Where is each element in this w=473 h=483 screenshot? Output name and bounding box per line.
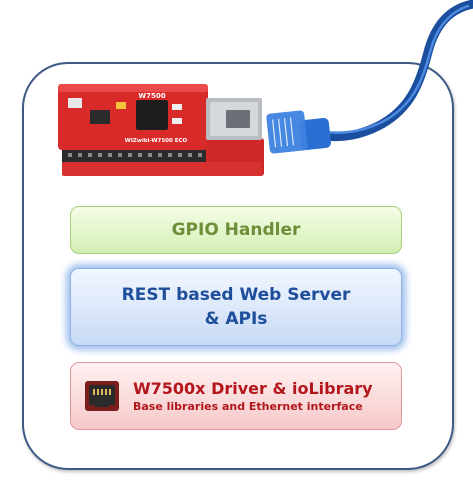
- board-rj45-socket: [226, 110, 250, 128]
- rest-server-title-line1: REST based Web Server: [121, 285, 351, 305]
- ethernet-port-icon: [85, 381, 119, 411]
- board-base-pcb: [62, 162, 262, 176]
- driver-title: W7500x Driver & ioLibrary: [133, 378, 373, 398]
- board-component: [68, 98, 82, 108]
- rest-server-title-line2: & APIs: [204, 309, 268, 329]
- board-component: [116, 102, 126, 109]
- rest-server-layer: REST based Web Server & APIs: [70, 268, 402, 346]
- driver-texts: W7500x Driver & ioLibrary Base libraries…: [133, 379, 373, 414]
- board-main-pcb: [58, 84, 208, 150]
- board-chip-label: W7500: [138, 92, 165, 100]
- gpio-handler-title: GPIO Handler: [171, 220, 301, 240]
- board-component: [172, 104, 182, 110]
- board-component: [172, 118, 182, 124]
- board-component: [90, 110, 110, 124]
- driver-layer: W7500x Driver & ioLibrary Base libraries…: [70, 362, 402, 430]
- wizwiki-board: W7500 WIZwiki-W7500 ECO: [58, 84, 264, 176]
- board-chip: [136, 100, 168, 130]
- board-label: WIZwiki-W7500 ECO: [125, 138, 188, 144]
- driver-subtitle: Base libraries and Ethernet interface: [133, 399, 363, 413]
- board-edge: [58, 84, 208, 92]
- board-pin-row: [68, 153, 202, 157]
- gpio-handler-layer: GPIO Handler: [70, 206, 402, 254]
